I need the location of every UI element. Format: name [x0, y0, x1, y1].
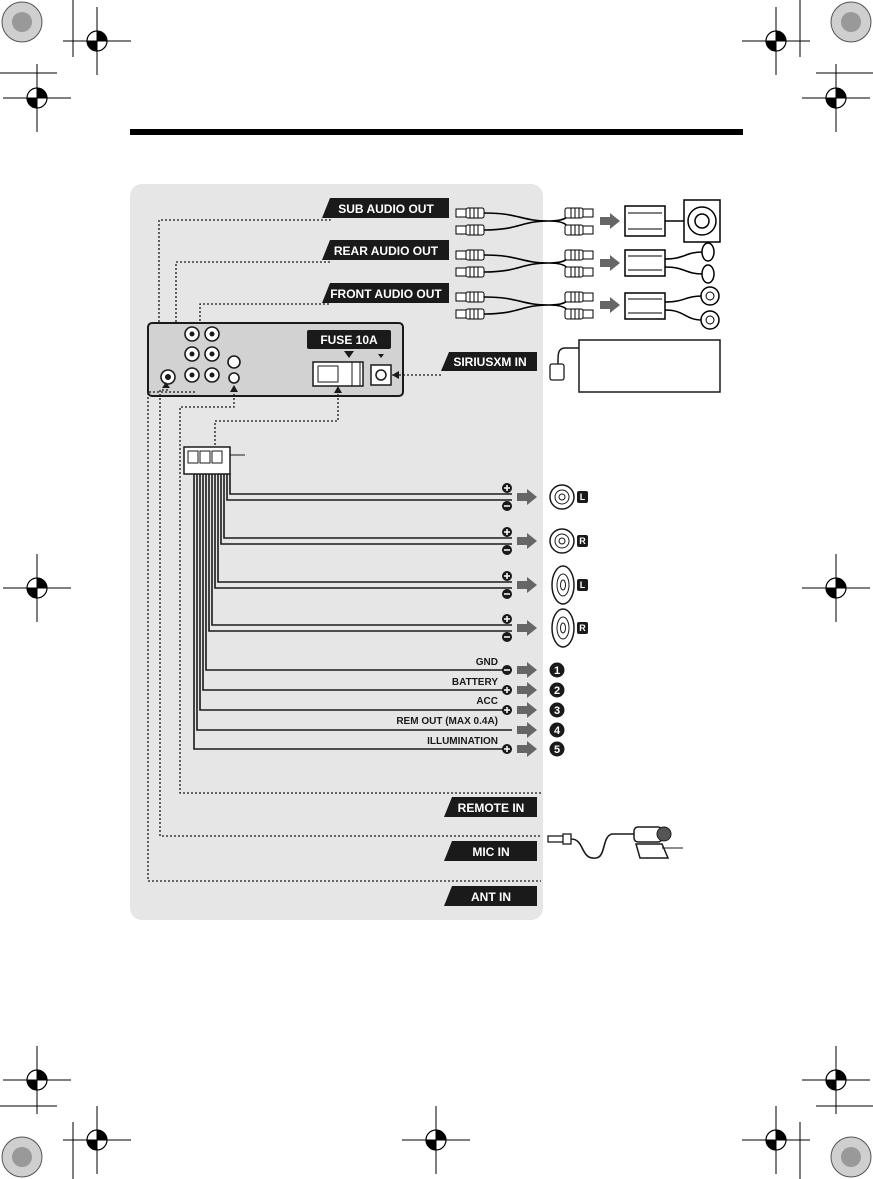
header-rule	[130, 129, 743, 135]
ant-in-tag: ANT IN	[444, 886, 537, 906]
sub-amplifier-subwoofer	[625, 200, 720, 242]
fuse-label: FUSE 10A	[320, 333, 378, 347]
svg-text:2: 2	[554, 685, 560, 697]
sub-audio-out-tag: SUB AUDIO OUT	[322, 198, 449, 218]
svg-text:MIC IN: MIC IN	[472, 845, 509, 859]
speaker-front-right: R	[550, 529, 588, 553]
svg-text:4: 4	[554, 725, 561, 737]
svg-text:L: L	[580, 492, 586, 502]
illumination-label: ILLUMINATION	[427, 736, 498, 747]
front-amplifier-speakers	[625, 287, 719, 329]
rem-out-label: REM OUT (MAX 0.4A)	[396, 716, 498, 727]
microphone-icon	[548, 827, 683, 858]
battery-label: BATTERY	[452, 677, 498, 688]
svg-text:L: L	[580, 580, 586, 590]
power-wire-numbers: 1 2 3 4 5	[550, 663, 565, 757]
svg-text:R: R	[579, 536, 586, 546]
speaker-front-left: L	[550, 485, 588, 509]
rear-amplifier-speakers	[625, 243, 714, 283]
speaker-rear-left: L	[552, 566, 588, 604]
acc-label: ACC	[476, 696, 498, 707]
mic-in-tag: MIC IN	[444, 841, 537, 861]
svg-text:3: 3	[554, 705, 560, 717]
siriusxm-in-tag: SIRIUSXM IN	[441, 352, 537, 371]
speaker-rear-right: R	[552, 609, 588, 647]
svg-text:REAR AUDIO OUT: REAR AUDIO OUT	[334, 244, 439, 258]
svg-text:5: 5	[554, 744, 560, 756]
head-unit-rear-panel: FUSE 10A	[148, 323, 403, 396]
svg-text:ANT IN: ANT IN	[471, 890, 511, 904]
svg-text:REMOTE IN: REMOTE IN	[458, 801, 525, 815]
front-audio-out-tag: FRONT AUDIO OUT	[322, 283, 449, 303]
svg-text:FRONT AUDIO OUT: FRONT AUDIO OUT	[330, 287, 442, 301]
svg-text:1: 1	[554, 665, 560, 677]
siriusxm-tuner	[550, 340, 720, 392]
svg-text:R: R	[579, 623, 586, 633]
rear-audio-out-tag: REAR AUDIO OUT	[322, 240, 449, 260]
gnd-label: GND	[476, 657, 498, 668]
remote-in-tag: REMOTE IN	[444, 797, 537, 817]
svg-text:SIRIUSXM IN: SIRIUSXM IN	[453, 355, 526, 369]
